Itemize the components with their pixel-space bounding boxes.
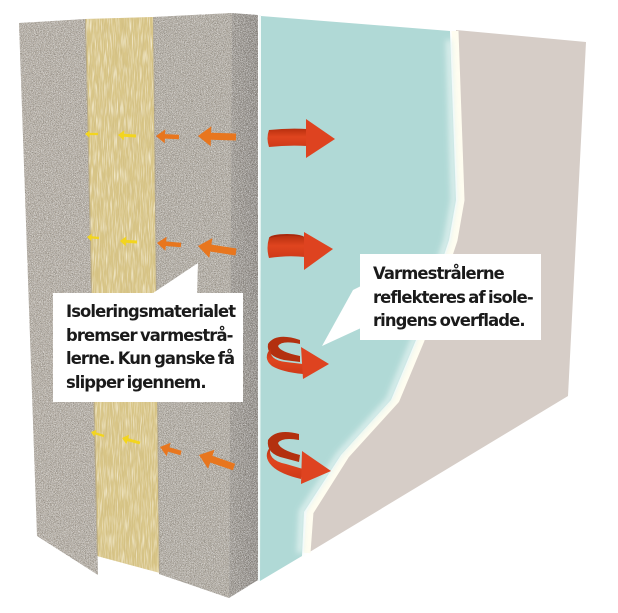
reflected-arrow-2-head: [304, 232, 333, 270]
heat-arrow-strong: [199, 449, 236, 471]
heat-arrows: [85, 126, 237, 471]
reflected-arrow-1: [267, 119, 335, 158]
heat-arrow-faint: [85, 130, 98, 138]
callout-reflection-line: reflekteres af isole-: [373, 287, 534, 307]
insulation-left-seam: [85, 18, 98, 557]
reflected-arrow-3: [266, 336, 329, 379]
callout-reflection: Varmestrålerne reflekteres af isole- rin…: [360, 254, 541, 340]
reflected-arrow-3-loop-back: [267, 336, 300, 362]
heat-arrow-medium: [157, 236, 182, 251]
wall-side-face-shape: [229, 13, 258, 598]
reflected-arrow-3-head: [301, 347, 329, 379]
reflected-arrow-1-body: [267, 128, 307, 147]
heat-arrow-weak: [118, 130, 137, 141]
reflected-arrow-1-head: [306, 119, 335, 158]
callout-insulation-line: lerne. Kun ganske få: [66, 349, 235, 368]
reflected-arrow-2: [267, 232, 333, 270]
heat-arrow-faint: [87, 233, 100, 241]
callout-insulation: Isoleringsmaterialet bremser varmestrå- …: [53, 293, 243, 402]
heat-arrow-weak: [120, 236, 138, 247]
reflected-arrow-4-body: [266, 446, 303, 479]
callout-reflection-line: ringens overflade.: [373, 311, 526, 330]
heat-arrow-medium: [160, 442, 182, 457]
callout-reflection-tail: [322, 286, 361, 346]
reflective-surface-glow: [297, 39, 458, 554]
callout-insulation-line: bremser varmestrå-: [66, 325, 233, 345]
reflected-arrow-4-head: [301, 451, 331, 484]
heat-arrow-strong: [198, 238, 237, 258]
reflected-arrow-4: [266, 432, 331, 484]
heat-arrow-weak: [122, 434, 141, 445]
reflected-arrows: [266, 119, 335, 484]
reflected-arrow-4-loop-back: [267, 432, 300, 462]
heat-arrow-faint: [91, 429, 105, 438]
callout-insulation-line: Isoleringsmaterialet: [66, 302, 236, 321]
wall-side-face: [229, 13, 258, 598]
heat-arrow-medium: [156, 129, 180, 144]
reflected-arrow-3-body: [266, 348, 303, 374]
heat-arrow-strong: [198, 126, 237, 147]
callout-insulation-tail: [150, 263, 198, 295]
callout-insulation-line: slipper igennem.: [66, 372, 207, 392]
callout-reflection-line: Varmestrålerne: [373, 264, 505, 283]
reflected-arrow-2-body: [267, 235, 305, 258]
reflective-surface-seam: [258, 14, 261, 582]
reflective-surface-edge: [303, 30, 465, 554]
